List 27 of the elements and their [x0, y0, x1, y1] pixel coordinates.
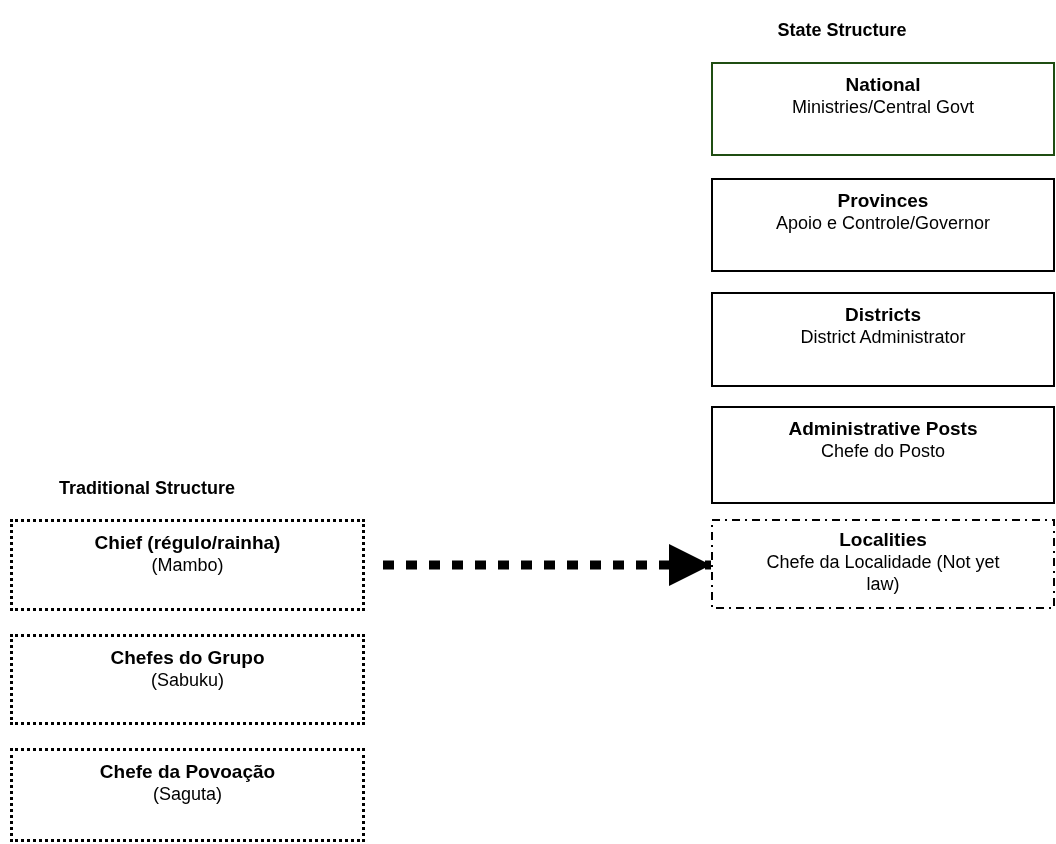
- box-heading: Chefes do Grupo: [110, 647, 265, 669]
- section-title: State Structure: [777, 20, 907, 41]
- box-heading: Districts: [845, 304, 921, 326]
- process-box: [10, 519, 365, 611]
- box-text: (Mambo): [151, 554, 224, 576]
- process-box: [711, 292, 1055, 387]
- box-text: District Administrator: [800, 326, 966, 348]
- box-text: (Sabuku): [150, 669, 224, 691]
- box-text: Chefe do Posto: [820, 440, 946, 462]
- box-heading: Chefe da Povoação: [99, 761, 276, 783]
- box-text: Apoio e Controle/Governor: [775, 212, 991, 234]
- process-box: [711, 178, 1055, 272]
- box-text: Chefe da Localidade (Not yet law): [765, 551, 1001, 595]
- arrow: [383, 544, 711, 586]
- process-box: [711, 62, 1055, 156]
- box-heading: Administrative Posts: [788, 418, 978, 440]
- process-box: [10, 748, 365, 842]
- section-title: Traditional Structure: [59, 478, 235, 499]
- box-heading: National: [845, 74, 921, 96]
- process-box: [10, 634, 365, 725]
- process-box: [711, 406, 1055, 504]
- box-heading: Localities: [839, 529, 927, 551]
- box-heading: Chief (régulo/rainha): [94, 532, 281, 554]
- box-text: (Saguta): [152, 783, 222, 805]
- box-text: Ministries/Central Govt: [791, 96, 975, 118]
- box-heading: Provinces: [837, 190, 929, 212]
- process-box: [711, 519, 1055, 609]
